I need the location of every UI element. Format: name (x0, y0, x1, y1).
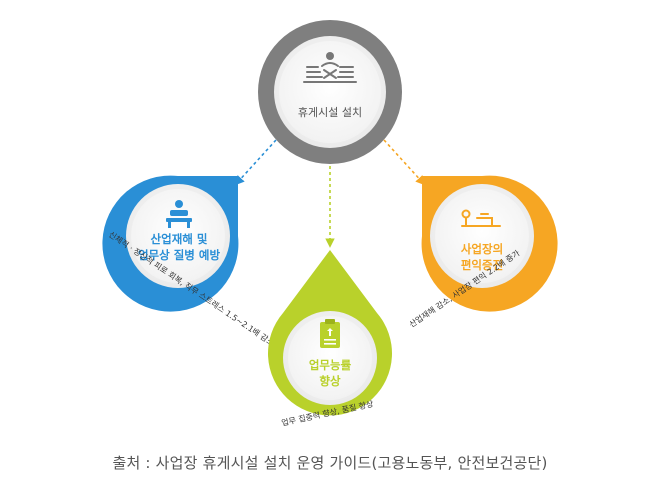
center-node: 휴게시설 설치 (258, 20, 402, 164)
green-title-line-1: 업무능률 (309, 358, 352, 372)
green-title-line-2: 향상 (319, 374, 341, 388)
desk-lamp-icon (461, 209, 501, 227)
clipboard-icon (320, 319, 340, 348)
lounge-facility-icon (303, 52, 357, 83)
blue-title-line-2: 업무상 질병 예방 (138, 248, 220, 262)
orange-node: 사업장의 편익증진 산업재해 감소, 사업장 편익 2.2배 증가 (407, 175, 558, 329)
source-caption: 출처 : 사업장 휴게시설 설치 운영 가이드(고용노동부, 안전보건공단) (112, 454, 548, 472)
connector-to-blue (234, 139, 277, 186)
orange-title-line-2: 편익증진 (461, 258, 503, 272)
blue-node: 산업재해 및 업무상 질병 예방 신체적 · 정신적 피로 회복, 직무 스트레… (102, 175, 276, 348)
green-node: 업무능률 향상 업무 집중력 향상, 품질 향상 (268, 250, 392, 428)
connector-to-orange (383, 139, 426, 186)
center-label: 휴게시설 설치 (298, 106, 362, 119)
blue-title-line-1: 산업재해 및 (151, 232, 208, 246)
orange-title-line-1: 사업장의 (461, 242, 503, 256)
worker-resting-icon (166, 200, 192, 228)
